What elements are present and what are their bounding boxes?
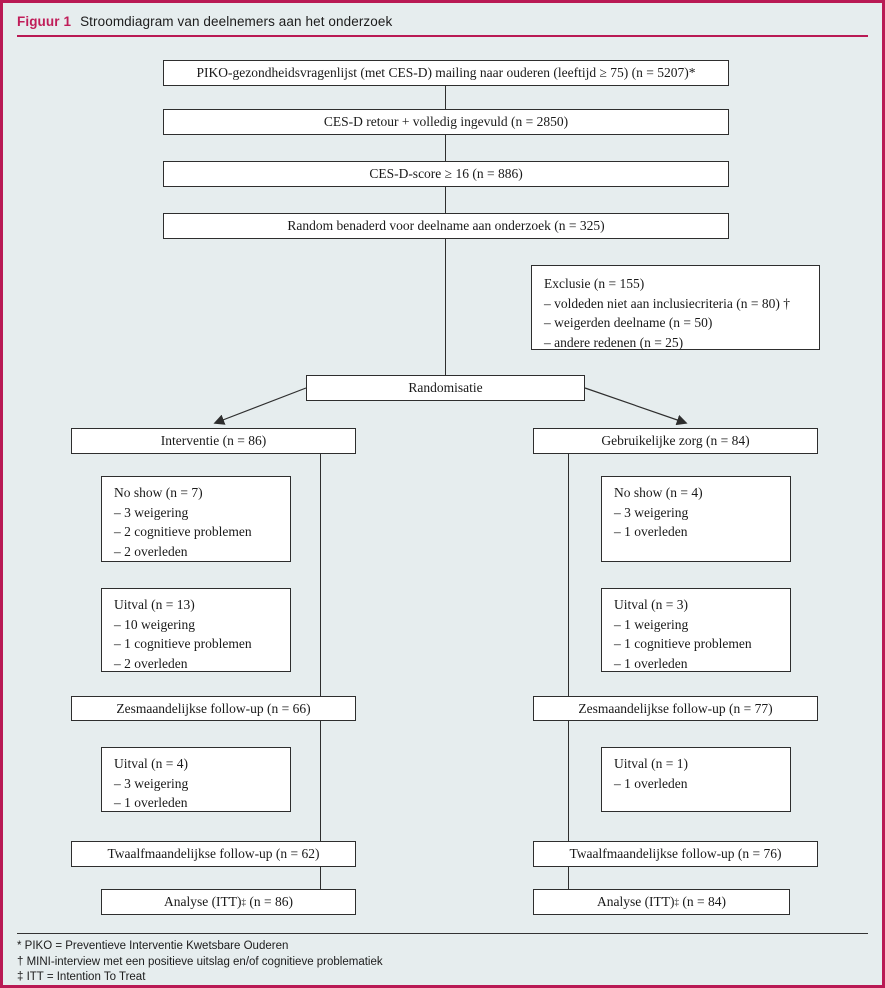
no-show-item: – 2 cognitieve problemen bbox=[114, 524, 252, 539]
exclusie-item: – voldeden niet aan inclusiecriteria (n … bbox=[544, 295, 791, 311]
box-uitval1-left: Uitval (n = 13) – 10 weigering – 1 cogni… bbox=[101, 588, 291, 672]
no-show-title: No show (n = 7) bbox=[114, 485, 203, 500]
connector-top-4 bbox=[445, 239, 446, 376]
uitval-title: Uitval (n = 4) bbox=[114, 756, 188, 771]
uitval-item: – 1 overleden bbox=[114, 795, 188, 810]
footnote-itt: ‡ ITT = Intention To Treat bbox=[17, 971, 146, 983]
footnote-rule bbox=[17, 933, 868, 934]
exclusie-item: – andere redenen (n = 25) bbox=[544, 334, 684, 350]
box-uitval1-right: Uitval (n = 3) – 1 weigering – 1 cogniti… bbox=[601, 588, 791, 672]
box-followup6-left: Zesmaandelijkse follow-up (n = 66) bbox=[71, 696, 356, 721]
no-show-item: – 3 weigering bbox=[114, 504, 189, 520]
footnote-piko: * PIKO = Preventieve Interventie Kwetsba… bbox=[17, 940, 289, 952]
box-piko-mailing: PIKO-gezondheidsvragenlijst (met CES-D) … bbox=[163, 60, 729, 86]
analyse-label: Analyse (ITT) bbox=[163, 894, 242, 909]
box-analyse-left: Analyse (ITT)‡ (n = 86) bbox=[101, 889, 356, 915]
uitval-title: Uitval (n = 3) bbox=[614, 597, 688, 612]
uitval-item: – 1 weigering bbox=[614, 616, 689, 632]
exclusie-title: Exclusie (n = 155) bbox=[544, 276, 645, 291]
arrow-to-gebruikelijke-zorg bbox=[584, 387, 688, 426]
analyse-label: Analyse (ITT) bbox=[596, 894, 675, 909]
connector-top-1 bbox=[445, 86, 446, 110]
uitval-title: Uitval (n = 13) bbox=[114, 597, 195, 612]
footnotes: * PIKO = Preventieve Interventie Kwetsba… bbox=[17, 939, 868, 985]
analyse-n: (n = 84) bbox=[679, 894, 727, 909]
right-spine-2 bbox=[568, 721, 569, 841]
no-show-item: – 1 overleden bbox=[614, 524, 688, 539]
figure-label: Figuur 1 bbox=[17, 14, 72, 29]
no-show-item: – 3 weigering bbox=[614, 504, 689, 520]
left-spine-2 bbox=[320, 721, 321, 841]
uitval-item: – 1 overleden bbox=[614, 655, 688, 671]
box-no-show-right: No show (n = 4) – 3 weigering – 1 overle… bbox=[601, 476, 791, 562]
figure-header: Figuur 1 Stroomdiagram van deelnemers aan… bbox=[17, 14, 868, 29]
box-random-benaderd: Random benaderd voor deelname aan onderz… bbox=[163, 213, 729, 239]
box-analyse-right: Analyse (ITT)‡ (n = 84) bbox=[533, 889, 790, 915]
uitval-item: – 2 overleden bbox=[114, 655, 188, 671]
connector-top-2 bbox=[445, 135, 446, 162]
footnote-mini: † MINI-interview met een positieve uitsl… bbox=[17, 955, 383, 968]
box-cesd-retour: CES-D retour + volledig ingevuld (n = 28… bbox=[163, 109, 729, 135]
uitval-item: – 1 cognitieve problemen bbox=[614, 636, 752, 651]
right-spine-1 bbox=[568, 454, 569, 696]
uitval-item: – 3 weigering bbox=[114, 775, 189, 791]
analyse-n: (n = 86) bbox=[246, 894, 294, 909]
box-followup6-right: Zesmaandelijkse follow-up (n = 77) bbox=[533, 696, 818, 721]
exclusie-item: – weigerden deelname (n = 50) bbox=[544, 315, 713, 330]
box-randomisatie: Randomisatie bbox=[306, 375, 585, 401]
uitval-item: – 1 overleden bbox=[614, 775, 688, 791]
figure-title: Stroomdiagram van deelnemers aan het ond… bbox=[80, 14, 393, 29]
header-rule bbox=[17, 35, 868, 37]
connector-top-3 bbox=[445, 187, 446, 214]
left-spine-1 bbox=[320, 454, 321, 696]
arrow-to-interventie bbox=[213, 387, 307, 425]
box-gebruikelijke-zorg-arm: Gebruikelijke zorg (n = 84) bbox=[533, 428, 818, 454]
no-show-item: – 2 overleden bbox=[114, 543, 188, 559]
box-uitval2-left: Uitval (n = 4) – 3 weigering – 1 overled… bbox=[101, 747, 291, 812]
box-followup12-right: Twaalfmaandelijkse follow-up (n = 76) bbox=[533, 841, 818, 867]
uitval-title: Uitval (n = 1) bbox=[614, 756, 688, 771]
uitval-item: – 10 weigering bbox=[114, 616, 195, 632]
box-interventie-arm: Interventie (n = 86) bbox=[71, 428, 356, 454]
box-cesd-score: CES-D-score ≥ 16 (n = 886) bbox=[163, 161, 729, 187]
left-spine-3 bbox=[320, 867, 321, 889]
uitval-item: – 1 cognitieve problemen bbox=[114, 636, 252, 651]
no-show-title: No show (n = 4) bbox=[614, 485, 703, 500]
box-exclusie: Exclusie (n = 155) – voldeden niet aan i… bbox=[531, 265, 820, 350]
box-uitval2-right: Uitval (n = 1) – 1 overleden bbox=[601, 747, 791, 812]
box-followup12-left: Twaalfmaandelijkse follow-up (n = 62) bbox=[71, 841, 356, 867]
box-no-show-left: No show (n = 7) – 3 weigering – 2 cognit… bbox=[101, 476, 291, 562]
right-spine-3 bbox=[568, 867, 569, 889]
